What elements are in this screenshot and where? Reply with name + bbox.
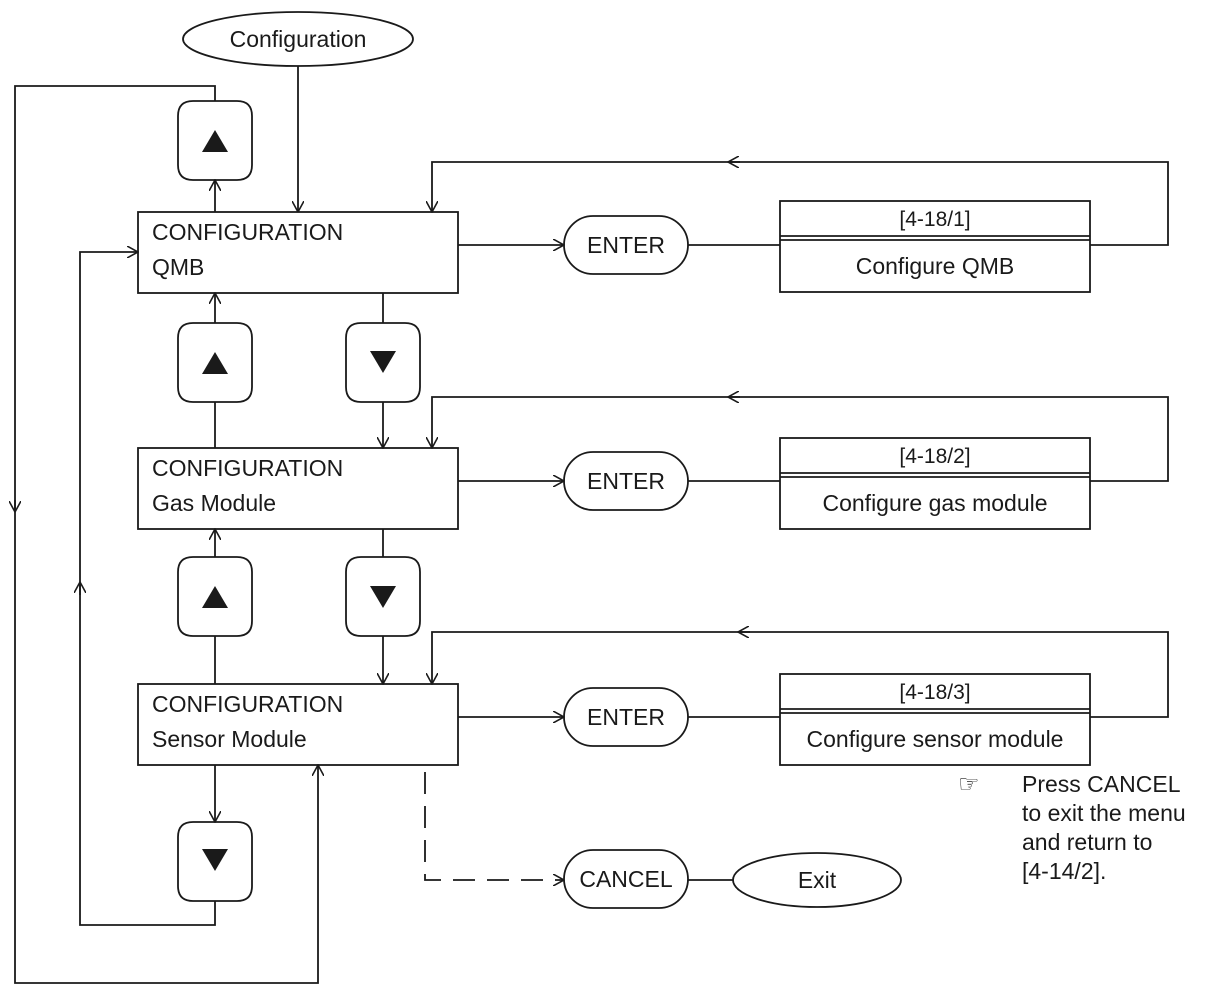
cancel-key[interactable]: CANCEL: [563, 849, 689, 909]
enter-label: ENTER: [587, 704, 665, 730]
cancel-note: Press CANCEL to exit the menu and return…: [1022, 770, 1222, 886]
note-line: Press CANCEL: [1022, 771, 1181, 797]
up-triangle-icon: [202, 130, 228, 152]
down-triangle-icon: [202, 849, 228, 871]
down-triangle-icon: [370, 351, 396, 373]
target-ref: [4-18/3]: [899, 681, 970, 704]
enter-key-gas[interactable]: ENTER: [563, 451, 689, 511]
note-line: and return to: [1022, 829, 1153, 855]
menu-box-gas-module[interactable]: CONFIGURATION Gas Module: [137, 447, 459, 530]
target-label: Configure gas module: [822, 490, 1047, 516]
menu-gas-line2: Gas Module: [152, 490, 276, 516]
start-terminal: Configuration: [182, 11, 414, 67]
note-line: to exit the menu: [1022, 800, 1186, 826]
target-configure-gas: [4-18/2] Configure gas module: [779, 437, 1091, 530]
exit-terminal: Exit: [732, 852, 902, 908]
target-configure-sensor: [4-18/3] Configure sensor module: [779, 673, 1091, 766]
target-ref: [4-18/2]: [899, 445, 970, 468]
menu-sensor-line2: Sensor Module: [152, 726, 307, 752]
down-key-1[interactable]: [345, 322, 421, 403]
enter-key-sensor[interactable]: ENTER: [563, 687, 689, 747]
menu-box-qmb[interactable]: CONFIGURATION QMB: [137, 211, 459, 294]
exit-label: Exit: [798, 867, 837, 893]
menu-qmb-line2: QMB: [152, 254, 204, 280]
target-ref: [4-18/1]: [899, 208, 970, 231]
up-key-1[interactable]: [177, 322, 253, 403]
enter-label: ENTER: [587, 232, 665, 258]
down-key-2[interactable]: [345, 556, 421, 637]
pointing-hand-icon: ☞: [958, 770, 980, 798]
menu-sensor-line1: CONFIGURATION: [152, 691, 343, 717]
up-triangle-icon: [202, 586, 228, 608]
note-line: [4-14/2].: [1022, 858, 1107, 884]
down-key-bottom[interactable]: [177, 821, 253, 902]
up-key-2[interactable]: [177, 556, 253, 637]
menu-gas-line1: CONFIGURATION: [152, 455, 343, 481]
target-label: Configure sensor module: [807, 726, 1064, 752]
target-label: Configure QMB: [856, 253, 1015, 279]
menu-qmb-line1: CONFIGURATION: [152, 219, 343, 245]
up-triangle-icon: [202, 352, 228, 374]
target-configure-qmb: [4-18/1] Configure QMB: [779, 200, 1091, 293]
start-label: Configuration: [230, 26, 367, 52]
menu-box-sensor-module[interactable]: CONFIGURATION Sensor Module: [137, 683, 459, 766]
up-key-top[interactable]: [177, 100, 253, 181]
cancel-label: CANCEL: [579, 866, 673, 892]
down-triangle-icon: [370, 586, 396, 608]
enter-label: ENTER: [587, 468, 665, 494]
enter-key-qmb[interactable]: ENTER: [563, 215, 689, 275]
